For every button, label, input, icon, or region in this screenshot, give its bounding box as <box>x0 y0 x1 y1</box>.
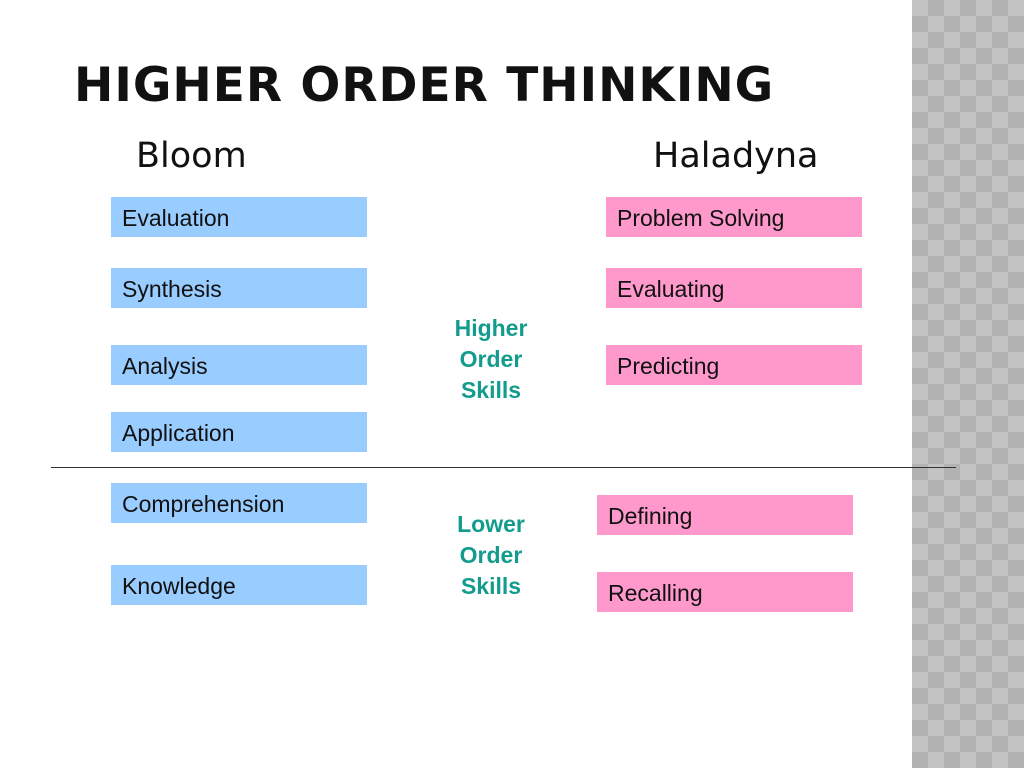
bloom-evaluation-box: Evaluation <box>111 197 367 237</box>
haladyna-recalling-box: Recalling <box>597 572 853 612</box>
haladyna-problem-solving-box: Problem Solving <box>606 197 862 237</box>
haladyna-heading: Haladyna <box>653 136 819 176</box>
slide-title: HIGHER ORDER THINKING <box>74 58 775 113</box>
haladyna-predicting-box: Predicting <box>606 345 862 385</box>
higher-skills-line: Order <box>459 346 523 372</box>
higher-skills-line: Skills <box>460 377 522 403</box>
bloom-analysis-box: Analysis <box>111 345 367 385</box>
lower-skills-line: Skills <box>460 573 522 599</box>
bloom-comprehension-box: Comprehension <box>111 483 367 523</box>
lower-skills-line: Order <box>459 542 523 568</box>
higher-skills-line: Higher <box>454 315 528 341</box>
skills-divider-line <box>51 467 956 468</box>
bloom-synthesis-box: Synthesis <box>111 268 367 308</box>
lower-order-skills-label: Lower Order Skills <box>421 509 561 602</box>
lower-skills-line: Lower <box>457 511 525 537</box>
bloom-knowledge-box: Knowledge <box>111 565 367 605</box>
bloom-heading: Bloom <box>136 136 247 176</box>
haladyna-defining-box: Defining <box>597 495 853 535</box>
haladyna-evaluating-box: Evaluating <box>606 268 862 308</box>
higher-order-skills-label: Higher Order Skills <box>421 313 561 406</box>
decorative-side-strip <box>912 0 1024 768</box>
bloom-application-box: Application <box>111 412 367 452</box>
